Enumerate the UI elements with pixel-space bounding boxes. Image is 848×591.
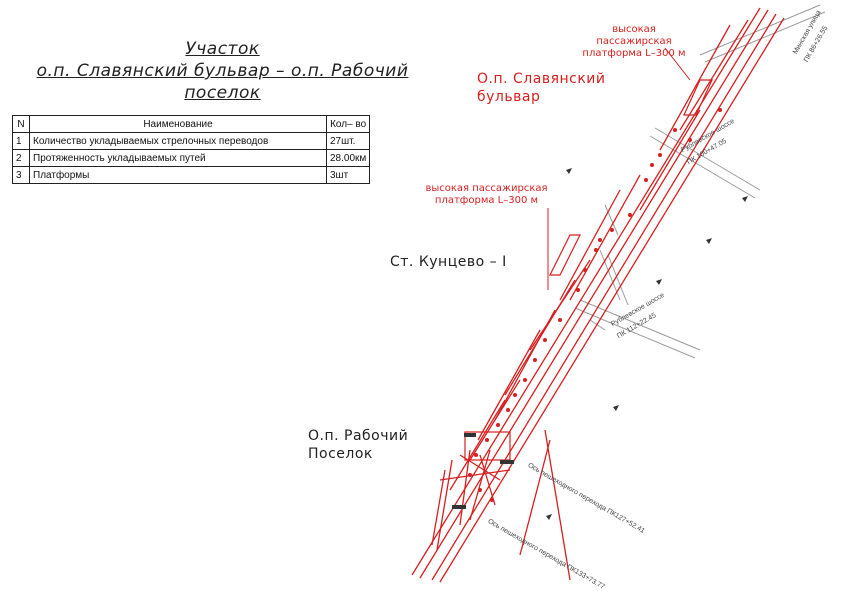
station-label-rabochiy-line1: О.п. Рабочий <box>308 428 409 444</box>
station-label-slavyansky-line2: бульвар <box>477 89 541 105</box>
title-line-1: Участок <box>185 39 260 59</box>
platform-label-top-line1: высокая пассажирская <box>596 24 672 47</box>
platform-label-mid-line2: платформа L–300 м <box>434 195 539 206</box>
arrow-icon <box>742 196 748 202</box>
table-row: 1 Количество укладываемых стрелочных пер… <box>12 132 371 150</box>
station-label-rabochiy: О.п. Рабочий Поселок <box>308 427 408 463</box>
station-label-kuntsevo: Ст. Кунцево – I <box>390 254 507 270</box>
title-line-2: о.п. Славянский бульвар – о.п. Рабочий п… <box>36 61 409 103</box>
platform-rabochiy <box>464 431 511 461</box>
switch-markers <box>468 108 722 502</box>
platform-label-top: высокая пассажирская платформа L–300 м <box>574 24 694 60</box>
arrow-icon <box>546 514 552 520</box>
red-tracks <box>411 7 785 583</box>
title-block: Участок о.п. Славянский бульвар – о.п. Р… <box>0 38 445 104</box>
platforms <box>464 79 713 461</box>
platform-slavyansky <box>683 79 713 116</box>
table-row: 3 Платформы 3шт <box>12 166 371 184</box>
platform-label-mid-line1: высокая пассажирская <box>425 183 548 194</box>
station-label-slavyansky-line1: О.п. Славянский <box>477 71 606 87</box>
summary-table: N Наименование Кол– во 1 Количество укла… <box>12 115 371 184</box>
leader-lines <box>547 47 691 290</box>
platform-label-top-line2: платформа L–300 м <box>582 48 686 59</box>
crossing-bars <box>452 433 514 509</box>
arrow-icon <box>656 279 662 285</box>
arrow-icon <box>706 238 712 244</box>
platform-kuntsevo <box>549 234 581 276</box>
arrow-icon <box>566 168 572 174</box>
survey-marks <box>546 168 748 520</box>
road-crossings <box>574 4 826 359</box>
station-label-rabochiy-line2: Поселок <box>308 446 373 462</box>
station-label-slavyansky: О.п. Славянский бульвар <box>477 70 606 106</box>
table-cell: 3шт <box>325 166 371 184</box>
arrow-icon <box>613 405 619 411</box>
platform-label-mid: высокая пассажирская платформа L–300 м <box>424 183 549 207</box>
table-row: 2 Протяженность укладываемых путей 28.00… <box>12 149 371 167</box>
